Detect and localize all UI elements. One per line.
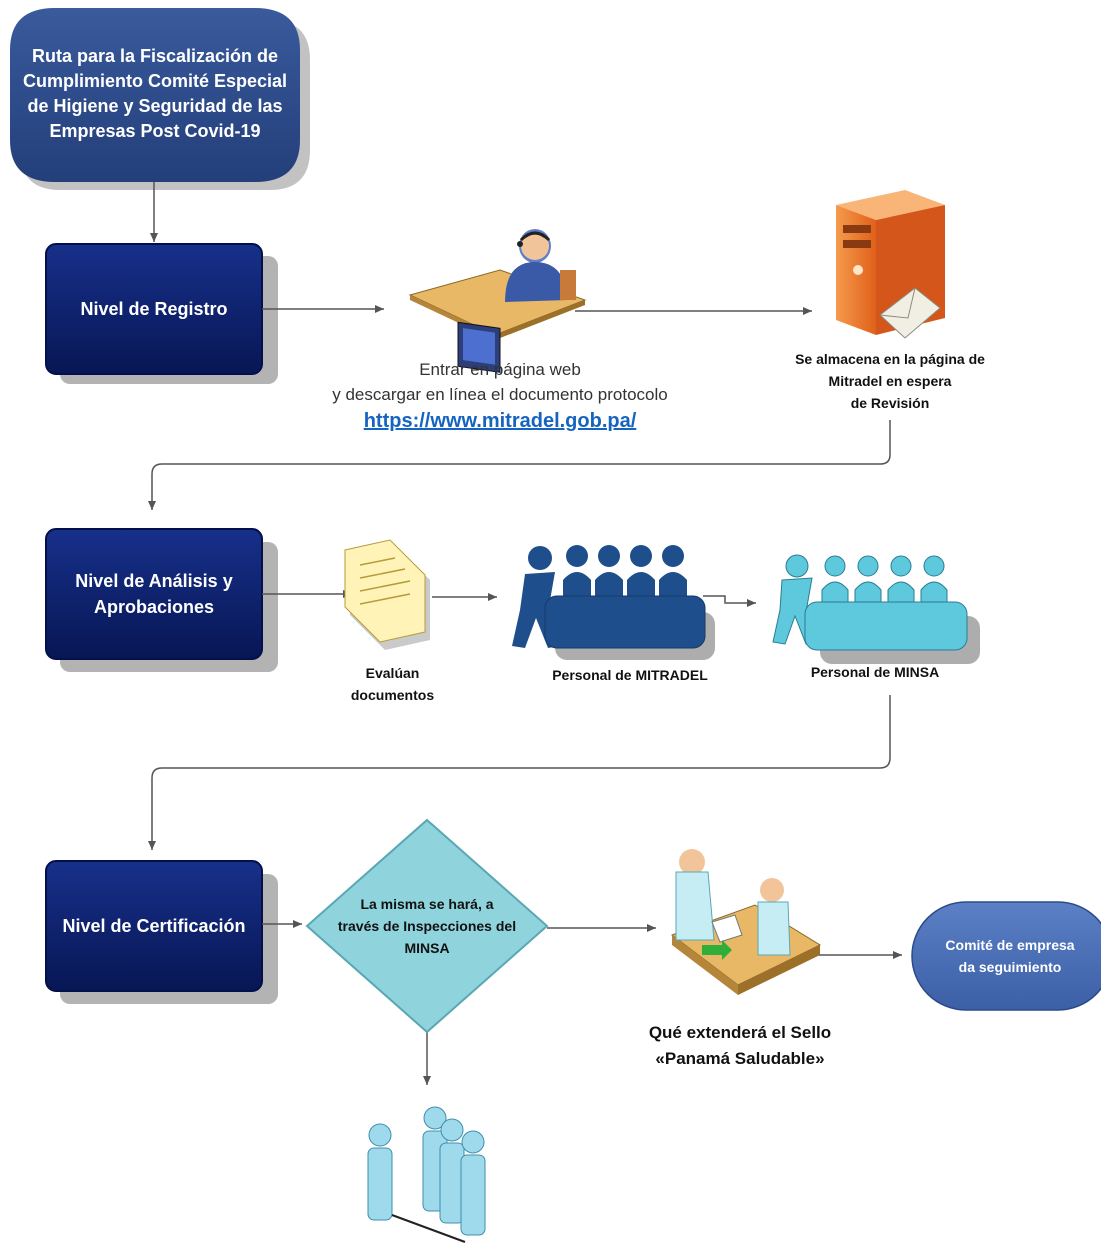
level-analisis-box xyxy=(45,528,278,672)
inspectors-icon xyxy=(367,1106,486,1243)
level-certificacion-box xyxy=(45,860,278,1004)
server-caption: Se almacena en la página de Mitradel en … xyxy=(795,351,985,411)
envelope-icon xyxy=(879,287,941,339)
decision-diamond xyxy=(305,818,549,1034)
mitradel-url-link[interactable]: https://www.mitradel.gob.pa/ xyxy=(363,410,637,432)
level-analisis-label: Nivel de Análisis y Aprobaciones xyxy=(75,571,233,617)
level-registro-box xyxy=(45,243,278,384)
handshake-desk-icon xyxy=(670,849,822,995)
level-registro-label: Nivel de Registro xyxy=(80,299,228,319)
start-title: Ruta para la Fiscalización de Cumplimien… xyxy=(22,46,288,141)
mitradel-caption: Personal de MITRADEL xyxy=(552,667,708,683)
end-terminator xyxy=(911,901,1101,1011)
arrow-mitradel-to-minsa xyxy=(703,595,756,607)
document-icon xyxy=(344,539,430,650)
connectors xyxy=(148,182,902,1085)
operator-at-computer-icon xyxy=(408,229,587,373)
people-group-mitradel-icon xyxy=(512,545,715,660)
mitradel-url-wrapper: https://www.mitradel.gob.pa/ xyxy=(290,410,710,433)
arrow-minsa-to-certificacion xyxy=(148,695,891,850)
seal-caption: Qué extenderá el Sello «Panamá Saludable… xyxy=(648,1023,832,1068)
minsa-caption: Personal de MINSA xyxy=(810,664,940,680)
end-text: Comité de empresa da seguimiento xyxy=(945,937,1075,975)
decision-text: La misma se hará, a través de Inspeccion… xyxy=(337,896,517,956)
level-certificacion-label: Nivel de Certificación xyxy=(62,916,246,936)
start-terminator xyxy=(10,8,310,190)
arrow-server-to-analisis xyxy=(148,420,891,510)
web-instruction-text: Entrar en página web y descargar en líne… xyxy=(332,360,668,404)
doc-caption: Evalúan documentos xyxy=(350,665,435,703)
people-group-minsa-icon xyxy=(772,554,980,664)
